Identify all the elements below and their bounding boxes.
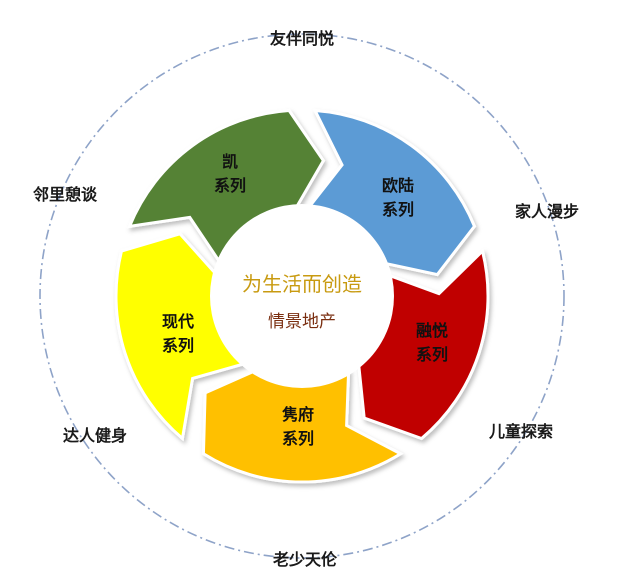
segment-kai-name: 凯: [222, 152, 238, 171]
outer-label-bottom: 老少天伦: [272, 550, 338, 569]
segment-xiandai-name: 现代: [162, 312, 194, 331]
outer-label-right-upper: 家人漫步: [515, 202, 579, 221]
outer-label-top: 友伴同悦: [270, 29, 334, 48]
outer-label-left-lower: 达人健身: [63, 426, 127, 445]
segment-label-oulu: 欧陆 系列: [382, 176, 414, 219]
segment-junfu-name: 隽府: [282, 405, 314, 424]
outer-dashed-ring: [39, 33, 565, 559]
segment-label-xiandai: 现代 系列: [162, 312, 194, 355]
segment-oulu-name: 欧陆: [382, 176, 414, 195]
outer-label-left-upper: 邻里憩谈: [33, 185, 98, 204]
center-subtitle: 情景地产: [268, 312, 336, 332]
segment-kai-series: 系列: [214, 176, 246, 195]
segment-rongyue-series: 系列: [416, 345, 448, 364]
center-circle: [210, 204, 394, 388]
outer-label-right-lower: 儿童探索: [488, 422, 553, 441]
segment-xiandai-series: 系列: [162, 336, 194, 355]
segment-label-rongyue: 融悦 系列: [416, 321, 448, 364]
segment-junfu-series: 系列: [282, 429, 314, 448]
segment-rongyue-name: 融悦: [416, 321, 448, 340]
segment-label-junfu: 隽府 系列: [282, 405, 314, 448]
segment-oulu-series: 系列: [382, 200, 414, 219]
center-title: 为生活而创造: [242, 272, 362, 296]
segment-label-kai: 凯 系列: [214, 152, 246, 195]
